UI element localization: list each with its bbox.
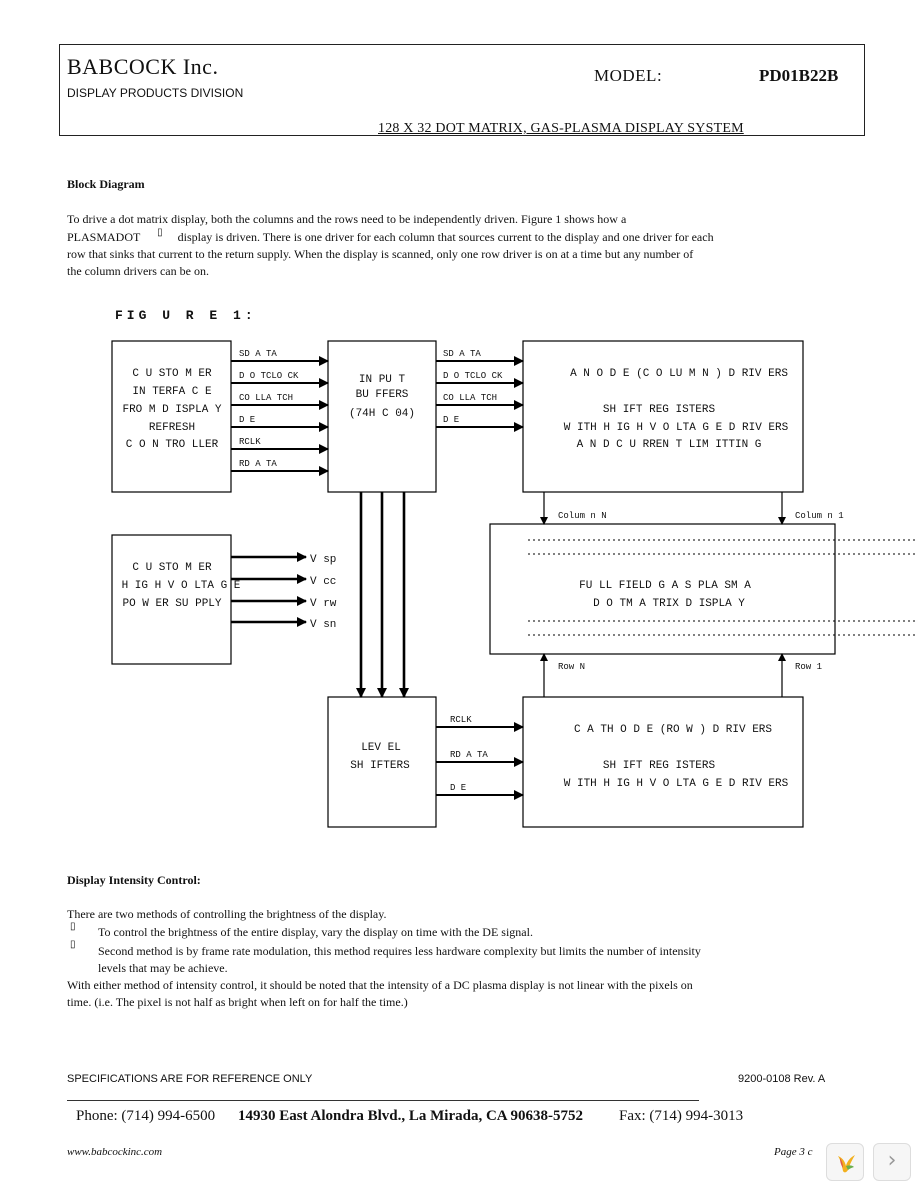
website-link[interactable]: www.babcockinc.com xyxy=(67,1146,163,1158)
block-diagram-line-2: display is driven. There is one driver f… xyxy=(177,230,714,244)
display-panel-label: D O TM A TRIX D ISPLA Y xyxy=(593,598,745,610)
block-diagram-line-2a: PLASMADOT ▯ display is driven. There is … xyxy=(67,227,714,248)
anode-drivers-title: A N O D E (C O LU M N ) D RIV ERS xyxy=(570,368,788,380)
chevron-right-icon: › xyxy=(887,1148,897,1173)
block-diagram: C U STO M ER IN TERFA C E FRO M D ISPLA Y R… xyxy=(111,340,918,828)
voltage-label-0: V sp xyxy=(310,554,336,566)
trademark-icon: ▯ xyxy=(157,227,163,238)
model-value: PD01B22B xyxy=(759,66,839,85)
input-buffers-label: (74H C 04) xyxy=(349,408,415,420)
anode-drivers-box xyxy=(522,340,804,493)
block-diagram-heading: Block Diagram xyxy=(67,177,145,191)
anode-drivers-label: A N D C U RREN T LIM ITTIN G xyxy=(577,439,762,451)
anode-drivers-label: SH IFT REG ISTERS xyxy=(603,404,716,416)
yellow-bird-logo-icon xyxy=(838,1155,855,1173)
column-1-label: Colum n 1 xyxy=(795,511,844,521)
customer-interface-label: FRO M D ISPLA Y xyxy=(122,404,221,416)
customer-interface-label: C O N TRO LLER xyxy=(126,439,219,451)
cathode-drivers-title: C A TH O D E (RO W ) D RIV ERS xyxy=(574,724,772,736)
cathode-drivers-label: SH IFT REG ISTERS xyxy=(603,760,716,772)
bullet-icon: ▯ xyxy=(70,939,76,950)
anode-signal-label-0: SD A TA xyxy=(443,349,481,359)
footer-phone: Phone: (714) 994-6500 xyxy=(76,1108,216,1124)
anode-signal-label-3: D E xyxy=(443,415,459,425)
anode-signal-label-2: CO LLA TCH xyxy=(443,393,497,403)
block-diagram-line-3: row that sinks that current to the retur… xyxy=(67,247,694,261)
spec-disclaimer: SPECIFICATIONS ARE FOR REFERENCE ONLY xyxy=(67,1073,313,1085)
doc-number: 9200-0108 Rev. A xyxy=(738,1073,826,1085)
footer-address: 14930 East Alondra Blvd., La Mirada, CA … xyxy=(238,1108,584,1124)
anode-drivers-label: W ITH H IG H V O LTA G E D RIV ERS xyxy=(564,422,789,434)
row-n-label: Row N xyxy=(558,662,585,672)
cathode-signal-label-0: RCLK xyxy=(450,715,472,725)
input-buffers-label: IN PU T xyxy=(359,374,406,386)
customer-interface-box xyxy=(111,340,232,493)
block-diagram-line-4: the column drivers can be on. xyxy=(67,264,209,278)
row-1-label: Row 1 xyxy=(795,662,822,672)
power-supply-box xyxy=(111,534,232,665)
signal-label-4: RCLK xyxy=(239,437,261,447)
signal-label-5: RD A TA xyxy=(239,459,277,469)
cathode-drivers-label: W ITH H IG H V O LTA G E D RIV ERS xyxy=(564,778,789,790)
signal-label-0: SD A TA xyxy=(239,349,277,359)
anode-signal-label-1: D O TCLO CK xyxy=(443,371,503,381)
intensity-intro: There are two methods of controlling the… xyxy=(67,907,387,921)
power-supply-label: C U STO M ER xyxy=(132,562,212,574)
signal-label-3: D E xyxy=(239,415,255,425)
viewer-logo-button[interactable] xyxy=(826,1143,864,1181)
footer-divider xyxy=(67,1100,699,1101)
voltage-label-1: V cc xyxy=(310,576,336,588)
level-shifters-label: LEV EL xyxy=(361,742,401,754)
division-name: DISPLAY PRODUCTS DIVISION xyxy=(67,86,244,100)
intensity-bullet-1: To control the brightness of the entire … xyxy=(98,925,533,939)
signal-label-2: CO LLA TCH xyxy=(239,393,293,403)
header-box xyxy=(59,44,865,136)
input-buffers-label: BU FFERS xyxy=(356,389,409,401)
display-panel-box xyxy=(489,523,836,655)
voltage-label-3: V sn xyxy=(310,619,336,631)
signal-label-1: D O TCLO CK xyxy=(239,371,299,381)
plasmadot-brand: PLASMADOT xyxy=(67,230,141,244)
company-name: BABCOCK Inc. xyxy=(67,54,219,79)
customer-interface-label: IN TERFA C E xyxy=(132,386,212,398)
display-panel-label: FU LL FIELD G A S PLA SM A xyxy=(579,580,751,592)
power-supply-label: H IG H V O LTA G E xyxy=(122,580,241,592)
column-n-label: Colum n N xyxy=(558,511,607,521)
intensity-closing-line-1: With either method of intensity control,… xyxy=(67,978,693,992)
intensity-heading: Display Intensity Control: xyxy=(67,873,201,887)
voltage-label-2: V rw xyxy=(310,598,337,610)
customer-interface-label: REFRESH xyxy=(149,422,195,434)
customer-interface-label: C U STO M ER xyxy=(132,368,212,380)
intensity-bullet-2-line-1: Second method is by frame rate modulatio… xyxy=(98,944,701,958)
page-number: Page 3 c xyxy=(774,1146,813,1158)
bullet-icon: ▯ xyxy=(70,921,76,932)
model-label: MODEL: xyxy=(594,66,663,85)
block-diagram-line-1: To drive a dot matrix display, both the … xyxy=(67,212,627,226)
cathode-signal-label-1: RD A TA xyxy=(450,750,488,760)
level-shifters-label: SH IFTERS xyxy=(350,760,410,772)
figure-title: FIG U R E 1: xyxy=(115,308,257,323)
footer-fax: Fax: (714) 994-3013 xyxy=(619,1108,744,1124)
cathode-signal-label-2: D E xyxy=(450,783,466,793)
intensity-bullet-2-line-2: levels that may be achieve. xyxy=(98,961,228,975)
intensity-closing-line-2: time. (i.e. The pixel is not half as bri… xyxy=(67,995,408,1009)
next-page-button[interactable]: › xyxy=(873,1143,911,1181)
doc-subtitle: 128 X 32 DOT MATRIX, GAS-PLASMA DISPLAY … xyxy=(378,121,744,136)
power-supply-label: PO W ER SU PPLY xyxy=(122,598,221,610)
